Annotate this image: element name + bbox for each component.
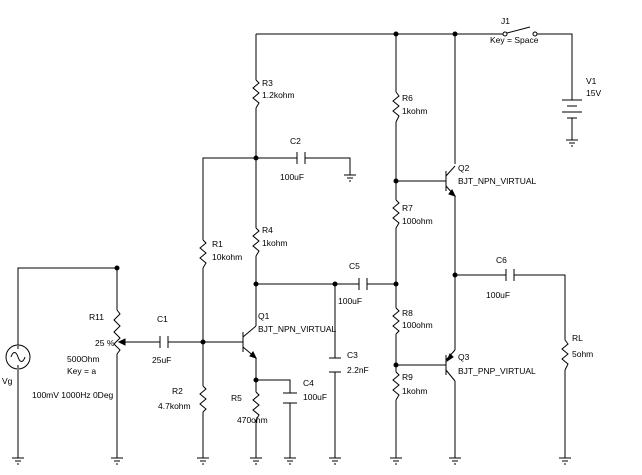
capacitor-c2 xyxy=(296,152,306,164)
resistor-r5 xyxy=(252,391,260,421)
r6-value-label: 1kohm xyxy=(402,106,428,116)
v1-ref-label: V1 xyxy=(586,76,597,86)
c1-ref-label: C1 xyxy=(157,314,168,324)
c5-value-label: 100uF xyxy=(338,296,363,306)
c5-ref-label: C5 xyxy=(349,261,360,271)
capacitor-c5 xyxy=(358,278,368,290)
r1-value-label: 10kohm xyxy=(212,252,243,262)
resistor-r6 xyxy=(392,91,400,123)
c3-ref-label: C3 xyxy=(347,350,358,360)
resistor-r3 xyxy=(252,79,260,109)
q2-ref-label: Q2 xyxy=(458,163,470,173)
c6-ref-label: C6 xyxy=(496,255,507,265)
r8-ref-label: R8 xyxy=(402,308,413,318)
r3-value-label: 1.2kohm xyxy=(262,90,295,100)
transistor-q1 xyxy=(242,324,257,359)
r9-value-label: 1kohm xyxy=(402,386,428,396)
potentiometer-r11 xyxy=(113,300,126,370)
wires xyxy=(17,33,573,458)
ground-symbols xyxy=(12,139,578,465)
q2-model-label: BJT_NPN_VIRTUAL xyxy=(458,176,537,186)
rl-value-label: 5ohm xyxy=(572,349,594,359)
r7-ref-label: R7 xyxy=(402,203,413,213)
capacitor-c6 xyxy=(505,269,515,281)
vg-value-label: 100mV 1000Hz 0Deg xyxy=(32,390,114,400)
resistor-r9 xyxy=(392,371,400,401)
r8-value-label: 100ohm xyxy=(402,320,433,330)
c3-value-label: 2.2nF xyxy=(347,365,369,375)
r5-value-label: 470ohm xyxy=(237,415,268,425)
r4-value-label: 1kohm xyxy=(262,238,288,248)
c4-value-label: 100uF xyxy=(303,392,328,402)
rl-ref-label: RL xyxy=(572,333,583,343)
capacitor-c1 xyxy=(159,336,169,348)
q1-model-label: BJT_NPN_VIRTUAL xyxy=(258,324,337,334)
r3-ref-label: R3 xyxy=(262,78,273,88)
r4-ref-label: R4 xyxy=(262,225,273,235)
junction-dots xyxy=(114,31,458,383)
c2-value-label: 100uF xyxy=(280,172,305,182)
ac-source-vg xyxy=(5,344,31,370)
battery-v1 xyxy=(562,95,582,119)
q3-ref-label: Q3 xyxy=(458,352,470,362)
r1-ref-label: R1 xyxy=(212,239,223,249)
c1-value-label: 25uF xyxy=(152,355,172,365)
j1-ref-label: J1 xyxy=(501,16,510,26)
transistor-q3 xyxy=(440,349,456,382)
c6-value-label: 100uF xyxy=(486,290,511,300)
resistor-rl xyxy=(561,339,569,371)
vg-ref-label: Vg xyxy=(2,376,13,386)
c2-ref-label: C2 xyxy=(290,136,301,146)
r11-value-label: 500Ohm xyxy=(67,354,100,364)
switch-j1 xyxy=(497,26,540,37)
r11-ref-label: R11 xyxy=(89,312,104,322)
r5-ref-label: R5 xyxy=(231,393,242,403)
r2-value-label: 4.7kohm xyxy=(158,401,191,411)
resistor-r1 xyxy=(199,239,207,269)
r6-ref-label: R6 xyxy=(402,93,413,103)
r11-key-label: Key = a xyxy=(67,366,97,376)
resistor-r7 xyxy=(392,199,400,229)
capacitor-c4 xyxy=(283,392,297,404)
transistor-q2 xyxy=(440,165,456,197)
q3-model-label: BJT_PNP_VIRTUAL xyxy=(458,366,536,376)
r11-percent-label: 25 % xyxy=(95,338,115,348)
resistor-r2 xyxy=(199,385,207,413)
c4-ref-label: C4 xyxy=(303,378,314,388)
q1-ref-label: Q1 xyxy=(258,311,270,321)
r7-value-label: 100ohm xyxy=(402,216,433,226)
resistor-r4 xyxy=(252,227,260,257)
j1-key-label: Key = Space xyxy=(490,35,539,45)
r9-ref-label: R9 xyxy=(402,372,413,382)
capacitor-c3 xyxy=(329,357,341,373)
v1-value-label: 15V xyxy=(586,88,602,98)
resistor-r8 xyxy=(392,307,400,335)
r2-ref-label: R2 xyxy=(172,386,183,396)
